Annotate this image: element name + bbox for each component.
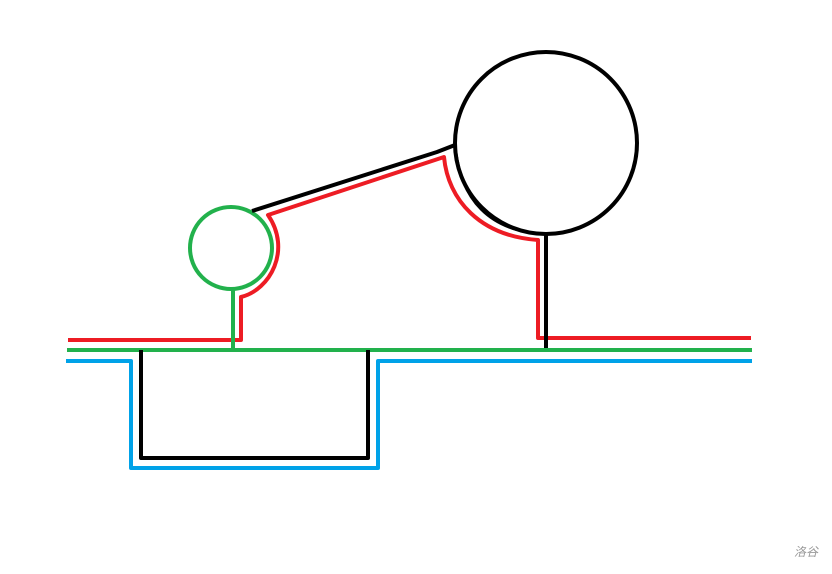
red-path bbox=[68, 155, 751, 342]
watermark: 洛谷 bbox=[793, 545, 818, 559]
small-green-circle bbox=[188, 205, 274, 291]
black-connector-arc bbox=[453, 144, 547, 236]
black-connector-line bbox=[251, 143, 456, 213]
black-box bbox=[139, 350, 370, 460]
blue-path bbox=[66, 359, 752, 470]
large-black-circle bbox=[453, 50, 639, 236]
